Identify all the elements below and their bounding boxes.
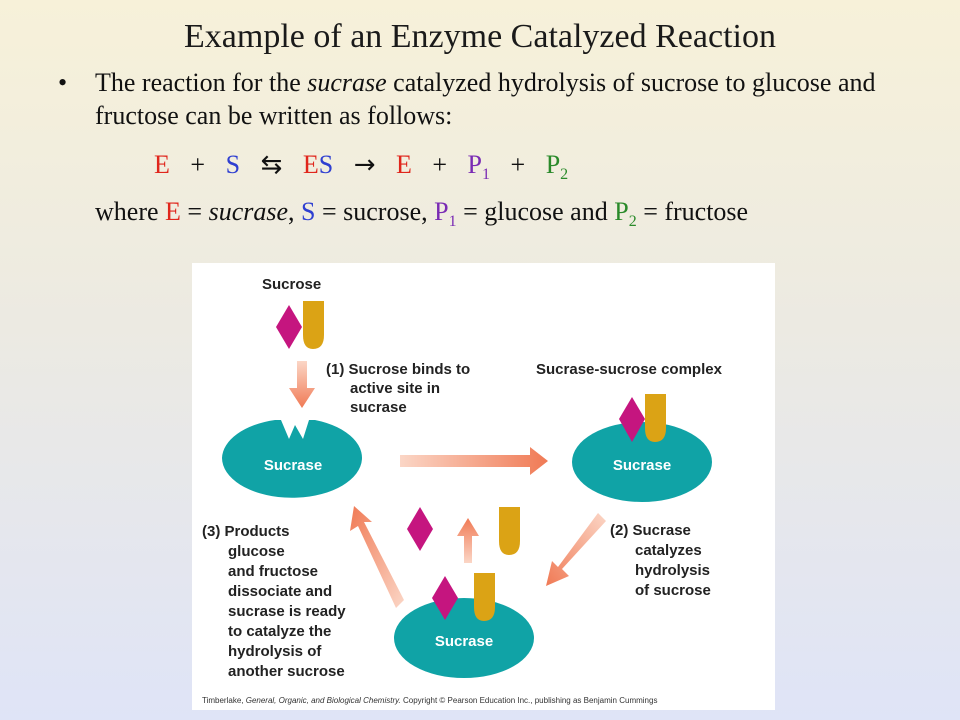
step3-line1: (3) Products — [202, 523, 290, 540]
where-eq4: = fructose — [636, 197, 749, 226]
arrow-down-binding — [289, 361, 315, 408]
where-p1: P1 — [434, 197, 456, 230]
credit-em: General, Organic, and Biological Chemist… — [246, 696, 401, 705]
bound-glucose-icon — [619, 397, 645, 442]
step3-line5: sucrase is ready — [228, 603, 346, 620]
step1-text: (1) Sucrose binds to active site in sucr… — [326, 361, 470, 416]
product-glucose-icon — [432, 576, 458, 620]
arrow-down-left-hydrolysis — [546, 513, 606, 586]
where-eq3: = glucose and — [456, 197, 615, 226]
bullet-dot: • — [58, 68, 68, 97]
sucrase-label-2: Sucrase — [613, 457, 671, 474]
eq-equilibrium-arrow: ⇆ — [260, 150, 283, 180]
eq-product-1: P1 — [467, 150, 490, 183]
where-word: where — [95, 197, 166, 226]
step3-text: (3) Products glucose and fructose dissoc… — [202, 523, 346, 680]
step2-line2: catalyzes — [635, 542, 702, 559]
eq-substrate: S — [225, 150, 241, 179]
where-p1-letter: P — [434, 197, 449, 226]
eq-arrow: → — [353, 150, 376, 180]
step1-line1: (1) Sucrose binds to — [326, 361, 470, 378]
sucrase-label-1: Sucrase — [264, 457, 322, 474]
step1-line2: active site in — [350, 380, 440, 397]
glucose-diamond-icon — [276, 305, 302, 349]
where-s: S — [301, 197, 316, 226]
where-comma: , — [288, 197, 302, 226]
where-definitions: where E = sucrase, S = sucrose, P1 = glu… — [95, 197, 748, 231]
bullet-text-b: catalyzed hydrolysis of sucrose to gluco… — [95, 68, 876, 130]
figure-credit: Timberlake, General, Organic, and Biolog… — [202, 696, 657, 705]
sucrase-enzyme-2 — [572, 422, 712, 502]
where-eq1: = — [180, 197, 209, 226]
credit-b: Copyright © Pearson Education Inc., publ… — [401, 696, 658, 705]
step3-line7: hydrolysis of — [228, 643, 322, 660]
enzyme-cycle-svg: Sucrose (1) Sucrose binds to active site… — [202, 276, 723, 705]
eq-product-2: P2 — [545, 150, 568, 183]
released-fructose-icon — [499, 507, 520, 555]
bullet-text-a: The reaction for the — [95, 68, 308, 97]
eq-p2-letter: P — [545, 150, 561, 179]
eq-enzyme-2: E — [395, 150, 412, 179]
where-p2-sub: 2 — [628, 213, 637, 231]
bullet-text-em: sucrase — [307, 68, 387, 97]
sucrose-label: Sucrose — [262, 276, 321, 293]
bound-fructose-icon — [645, 394, 666, 442]
step3-line8: another sucrose — [228, 663, 345, 680]
released-glucose-icon — [407, 507, 433, 551]
product-fructose-icon — [474, 573, 495, 621]
slide-title: Example of an Enzyme Catalyzed Reaction — [184, 18, 776, 55]
bullet-text: The reaction for the sucrase catalyzed h… — [95, 66, 905, 132]
step3-line6: to catalyze the — [228, 623, 331, 640]
reaction-equation: E + S ⇆ ES → E + P1 + P2 — [154, 150, 582, 184]
arrow-right-complex — [400, 447, 548, 475]
step3-line4: dissociate and — [228, 583, 332, 600]
sucrase-label-3: Sucrase — [435, 633, 493, 650]
step2-text: (2) Sucrase catalyzes hydrolysis of sucr… — [610, 522, 711, 599]
step2-line1: (2) Sucrase — [610, 522, 691, 539]
eq-complex: ES — [303, 150, 333, 179]
enzyme-cycle-figure: Sucrose (1) Sucrose binds to active site… — [192, 263, 775, 710]
fructose-shape-icon — [303, 301, 324, 349]
step2-line3: hydrolysis — [635, 562, 710, 579]
step2-line4: of sucrose — [635, 582, 711, 599]
eq-plus: + — [190, 150, 206, 179]
complex-label: Sucrase-sucrose complex — [536, 361, 723, 378]
eq-plus-2: + — [432, 150, 448, 179]
eq-complex-e: E — [302, 150, 319, 179]
where-sucrase: sucrase — [208, 197, 289, 226]
step3-line3: and fructose — [228, 563, 318, 580]
arrow-up-release — [457, 518, 479, 563]
credit-a: Timberlake, — [202, 696, 246, 705]
eq-p1-letter: P — [467, 150, 483, 179]
where-p1-sub: 1 — [448, 213, 457, 231]
eq-p1-sub: 1 — [482, 166, 491, 184]
where-p2-letter: P — [614, 197, 629, 226]
step1-line3: sucrase — [350, 399, 407, 416]
where-e: E — [165, 197, 181, 226]
where-eq2: = sucrose, — [315, 197, 435, 226]
where-p2: P2 — [614, 197, 636, 230]
sucrase-enzyme-3 — [394, 598, 534, 678]
eq-complex-s: S — [318, 150, 334, 179]
eq-p2-sub: 2 — [560, 166, 569, 184]
eq-plus-3: + — [510, 150, 526, 179]
eq-enzyme: E — [154, 150, 170, 179]
step3-line2: glucose — [228, 543, 285, 560]
arrow-up-left-recycle — [350, 506, 404, 608]
sucrase-enzyme-1 — [222, 420, 362, 498]
